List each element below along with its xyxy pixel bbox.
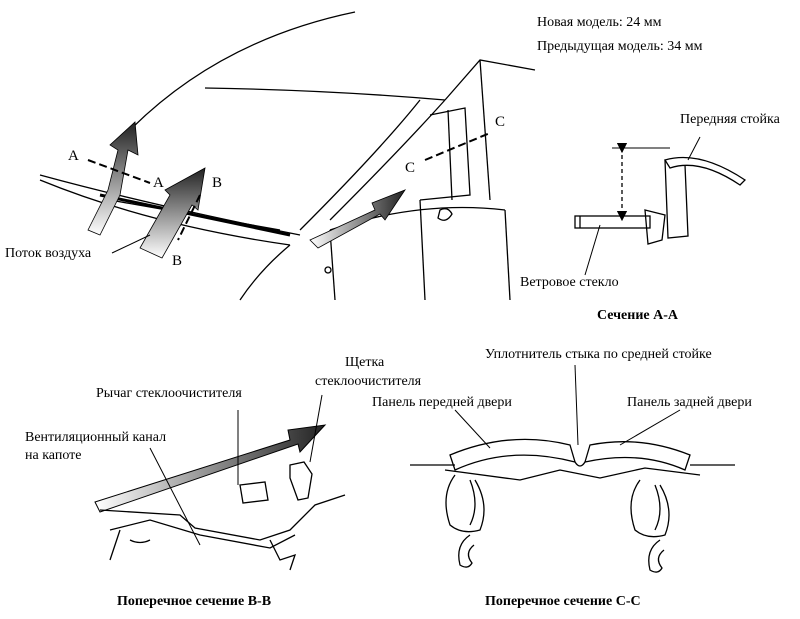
airflow-leader-line: [111, 234, 151, 254]
letter-c2: C: [495, 114, 506, 130]
car-illustration: [39, 11, 536, 301]
section-cut-lines: [87, 132, 491, 241]
label-hood-vent-2: на капоте: [25, 448, 82, 463]
label-windshield: Ветровое стекло: [520, 275, 619, 290]
title-section-cc: Поперечное сечение С-С: [485, 594, 641, 609]
letter-c1: C: [405, 160, 416, 176]
spec-new-model: Новая модель: 24 мм: [537, 15, 662, 30]
label-front-door-panel: Панель передней двери: [372, 395, 512, 410]
airflow-arrow-1: [87, 121, 139, 236]
title-section-bb: Поперечное сечение В-В: [117, 594, 272, 609]
label-center-pillar-seal: Уплотнитель стыка по средней стойке: [485, 347, 712, 362]
airflow-arrow-2: [139, 167, 206, 259]
airflow-arrows: [87, 121, 407, 259]
letter-b2: B: [172, 253, 183, 269]
spec-previous-model: Предыдущая модель: 34 мм: [537, 39, 703, 54]
title-section-aa: Сечение А-А: [597, 308, 678, 323]
label-rear-door-panel: Панель задней двери: [627, 395, 752, 410]
section-bb-drawing: [94, 394, 346, 571]
label-airflow: Поток воздуха: [5, 246, 92, 261]
letter-a1: A: [68, 148, 79, 164]
airflow-arrow-bb: [94, 424, 327, 513]
section-cc-drawing: [410, 364, 735, 573]
airflow-arrow-3: [309, 189, 407, 249]
letter-b1: B: [212, 175, 223, 191]
section-aa-drawing: [574, 136, 747, 276]
label-wiper-blade-1: Щетка: [345, 355, 385, 370]
label-wiper-arm: Рычаг стеклоочистителя: [96, 386, 242, 401]
letter-a2: A: [153, 175, 164, 191]
label-wiper-blade-2: стеклоочистителя: [315, 374, 422, 389]
label-hood-vent-1: Вентиляционный канал: [25, 430, 167, 445]
label-front-pillar: Передняя стойка: [680, 112, 780, 127]
